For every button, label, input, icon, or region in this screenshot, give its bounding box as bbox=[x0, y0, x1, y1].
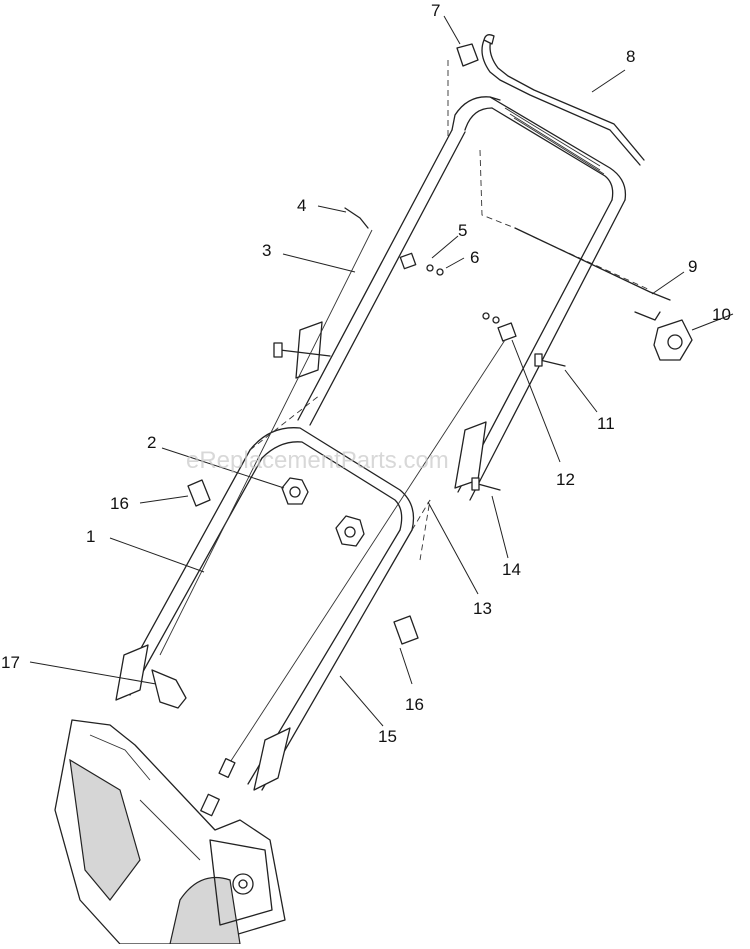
control-bail bbox=[447, 34, 645, 166]
callout-15: 15 bbox=[378, 727, 397, 746]
callout-9: 9 bbox=[688, 257, 697, 276]
mower-deck-housing bbox=[54, 719, 286, 945]
callout-17: 17 bbox=[1, 653, 20, 672]
callout-16-lower: 16 bbox=[405, 695, 424, 714]
handle-knobs bbox=[281, 477, 365, 547]
callout-numbers: 7 8 4 5 6 3 9 10 11 12 2 16 1 14 13 17 1… bbox=[1, 1, 731, 746]
callout-12: 12 bbox=[556, 470, 575, 489]
control-cables bbox=[151, 229, 506, 817]
callout-4: 4 bbox=[297, 196, 306, 215]
upper-handle bbox=[273, 96, 627, 501]
callout-6: 6 bbox=[470, 248, 479, 267]
callout-1: 1 bbox=[86, 527, 95, 546]
callout-7: 7 bbox=[431, 1, 440, 20]
callout-8: 8 bbox=[626, 47, 635, 66]
zone-control-cable bbox=[479, 149, 693, 361]
callout-13: 13 bbox=[473, 599, 492, 618]
handle-mount-brackets bbox=[187, 479, 419, 645]
callout-2: 2 bbox=[147, 433, 156, 452]
callout-3: 3 bbox=[262, 241, 271, 260]
callout-14: 14 bbox=[502, 560, 521, 579]
lower-handle bbox=[115, 394, 431, 791]
callout-11: 11 bbox=[597, 414, 615, 433]
callout-5: 5 bbox=[458, 221, 467, 240]
watermark-text: eReplacementParts.com bbox=[186, 447, 449, 474]
callout-16-upper: 16 bbox=[110, 494, 129, 513]
leader-lines bbox=[29, 15, 734, 727]
callout-10: 10 bbox=[712, 305, 731, 324]
